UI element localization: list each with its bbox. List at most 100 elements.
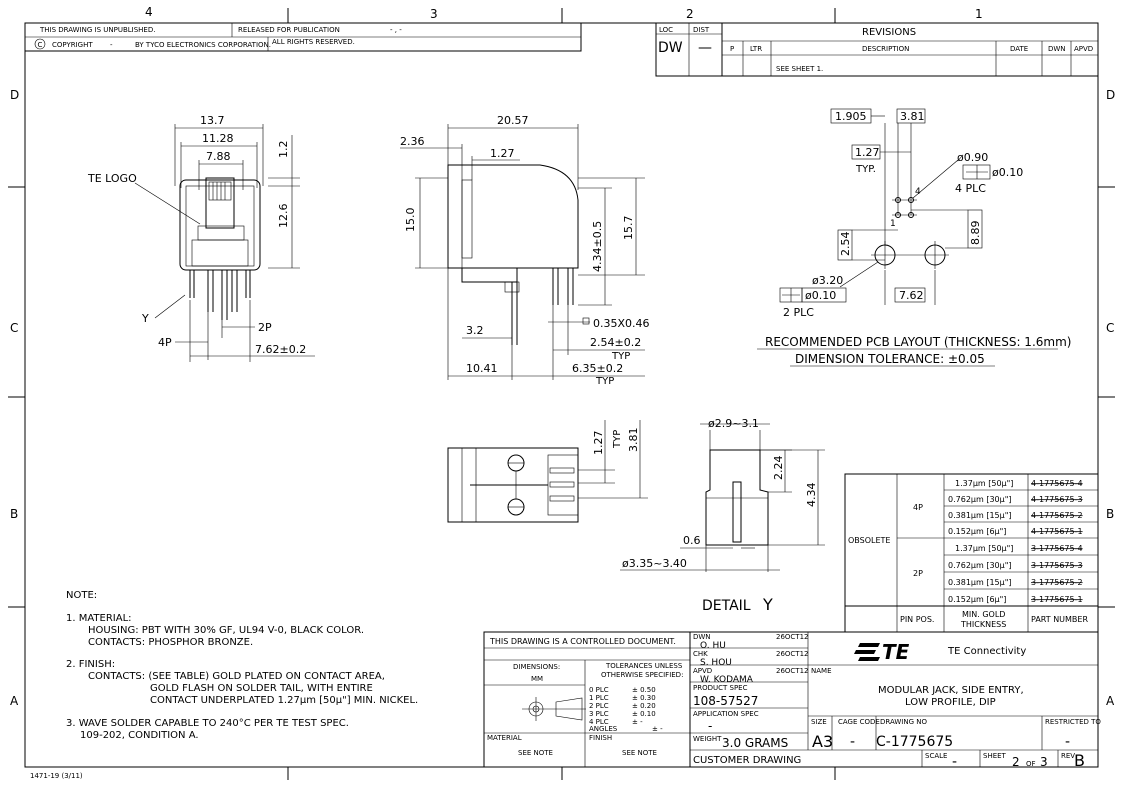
plc-4: 4 PLC xyxy=(955,182,986,195)
dim-11-28: 11.28 xyxy=(202,132,234,145)
tol-val-0: ± 0.50 xyxy=(632,686,656,694)
tol-val-4: ± - xyxy=(632,718,643,726)
dim-20-57: 20.57 xyxy=(497,114,529,127)
rev-col-date: DATE xyxy=(1010,45,1028,53)
product-name-1: MODULAR JACK, SIDE ENTRY, xyxy=(878,685,1024,696)
dim-7-62-front: 7.62±0.2 xyxy=(255,343,306,356)
dim-1-27-bottom: 1.27 xyxy=(592,431,605,456)
part-2p-2: 3-1775675-3 xyxy=(1031,561,1083,570)
note-1b: HOUSING: PBT WITH 30% GF, UL94 V-0, BLAC… xyxy=(88,625,364,636)
revisions-block xyxy=(721,22,1099,77)
tol-val-2: ± 0.20 xyxy=(632,702,656,710)
note-2d: CONTACT UNDERPLATED 1.27μm [50μ"] MIN. N… xyxy=(150,695,418,706)
copyright-text: COPYRIGHT xyxy=(52,41,93,49)
name-label: NAME xyxy=(811,667,832,675)
note-2c: GOLD FLASH ON SOLDER TAIL, WITH ENTIRE xyxy=(150,683,373,694)
rev-value: B xyxy=(1074,751,1085,770)
dimensions-mm: MM xyxy=(531,675,543,683)
sheet-label: SHEET xyxy=(983,752,1007,760)
rev-col-ltr: LTR xyxy=(750,45,762,53)
dim-6-35: 6.35±0.2 xyxy=(572,362,623,375)
finish-value: SEE NOTE xyxy=(622,749,657,757)
thickness-4p-1: 1.37μm [50μ"] xyxy=(955,479,1013,488)
application-spec-value: - xyxy=(708,719,712,733)
part-4p-3: 4-1775675-2 xyxy=(1031,511,1083,520)
rev-col-description: DESCRIPTION xyxy=(862,45,909,53)
pin-4-label: 4 xyxy=(915,187,921,197)
tolerances-title-2: OTHERWISE SPECIFIED: xyxy=(601,671,683,679)
title-block-frame xyxy=(483,631,1099,768)
scale-label: SCALE xyxy=(925,752,947,760)
sheet-value: 2 xyxy=(1012,755,1020,769)
y-callout: Y xyxy=(141,312,149,325)
label-4p: 4P xyxy=(158,336,172,349)
application-spec-label: APPLICATION SPEC xyxy=(693,710,759,718)
zone-row-a-right: A xyxy=(1106,694,1115,708)
material-label: MATERIAL xyxy=(487,734,522,742)
thickness-4p-2: 0.762μm [30μ"] xyxy=(948,495,1012,504)
zone-row-b: B xyxy=(10,507,18,521)
released-text: RELEASED FOR PUBLICATION xyxy=(238,26,340,34)
zone-row-c: C xyxy=(10,321,18,335)
pin-1-label: 1 xyxy=(890,219,896,229)
tol-0-10-4plc: ø0.10 xyxy=(992,166,1023,179)
head-pin-pos: PIN POS. xyxy=(900,615,934,624)
cage-code-value: - xyxy=(850,734,855,750)
dia-2-9-3-1: ø2.9~3.1 xyxy=(708,417,759,430)
apvd-label: APVD xyxy=(693,667,712,675)
typ-side-2: TYP xyxy=(595,376,614,387)
product-name-2: LOW PROFILE, DIP xyxy=(905,697,996,708)
pcb-layout-view xyxy=(757,108,1058,367)
zone-col-2: 2 xyxy=(686,7,694,21)
part-2p-4: 3-1775675-1 xyxy=(1031,595,1083,604)
rev-col-p: P xyxy=(730,45,734,53)
dimensions-label: DIMENSIONS: xyxy=(513,663,560,671)
product-spec-value: 108-57527 xyxy=(693,694,758,708)
restricted-value: - xyxy=(1065,734,1070,750)
tol-plc-3: 3 PLC xyxy=(589,710,609,718)
part-2p-1: 3-1775675-4 xyxy=(1031,544,1083,553)
dia-3-20: ø3.20 xyxy=(812,274,843,287)
zone-row-c-right: C xyxy=(1106,321,1114,335)
thickness-2p-4: 0.152μm [6μ"] xyxy=(948,595,1006,604)
dim-15-7: 15.7 xyxy=(622,216,635,241)
sheet-of: OF xyxy=(1026,760,1036,768)
dim-8-89: 8.89 xyxy=(969,221,982,246)
rev-col-dwn: DWN xyxy=(1048,45,1066,53)
plc-2: 2 PLC xyxy=(783,306,814,319)
chk-name: S. HOU xyxy=(700,658,732,668)
dim-7-62-pcb: 7.62 xyxy=(899,289,924,302)
pos-4p: 4P xyxy=(913,503,923,512)
tol-plc-1: 1 PLC xyxy=(589,694,609,702)
rev-col-apvd: APVD xyxy=(1074,45,1093,53)
typ-side-1: TYP xyxy=(611,351,630,362)
dim-1-2: 1.2 xyxy=(277,141,290,159)
rev-label: REV xyxy=(1061,752,1075,760)
dwn-date: 26OCT12 xyxy=(776,633,809,641)
dim-2-24: 2.24 xyxy=(772,456,785,481)
part-2p-3: 3-1775675-2 xyxy=(1031,578,1083,587)
chk-date: 26OCT12 xyxy=(776,650,809,658)
zone-col-1: 1 xyxy=(975,7,983,21)
dim-0-6: 0.6 xyxy=(683,534,701,547)
dim-12-6: 12.6 xyxy=(277,204,290,229)
note-1c: CONTACTS: PHOSPHOR BRONZE. xyxy=(88,637,253,648)
apvd-date: 26OCT12 xyxy=(776,667,809,675)
thickness-4p-4: 0.152μm [6μ"] xyxy=(948,527,1006,536)
product-spec-label: PRODUCT SPEC xyxy=(693,684,748,692)
zone-row-d: D xyxy=(10,88,19,102)
note-3a: 3. WAVE SOLDER CAPABLE TO 240°C PER TE T… xyxy=(66,718,349,729)
dim-1-905: 1.905 xyxy=(835,110,867,123)
dim-1-27-pcb: 1.27 xyxy=(855,146,880,159)
thickness-2p-1: 1.37μm [50μ"] xyxy=(955,544,1013,553)
copyright-symbol: C xyxy=(38,41,43,49)
zone-row-b-right: B xyxy=(1106,507,1114,521)
dist-label: DIST xyxy=(693,26,710,34)
dim-7-88: 7.88 xyxy=(206,150,231,163)
obsolete-label: OBSOLETE xyxy=(848,536,890,545)
zone-row-d-right: D xyxy=(1106,88,1115,102)
copyright-dash: - xyxy=(110,41,113,49)
dwn-name: O. HU xyxy=(700,641,726,651)
tol-val-1: ± 0.30 xyxy=(632,694,656,702)
customer-drawing: CUSTOMER DRAWING xyxy=(693,755,801,766)
